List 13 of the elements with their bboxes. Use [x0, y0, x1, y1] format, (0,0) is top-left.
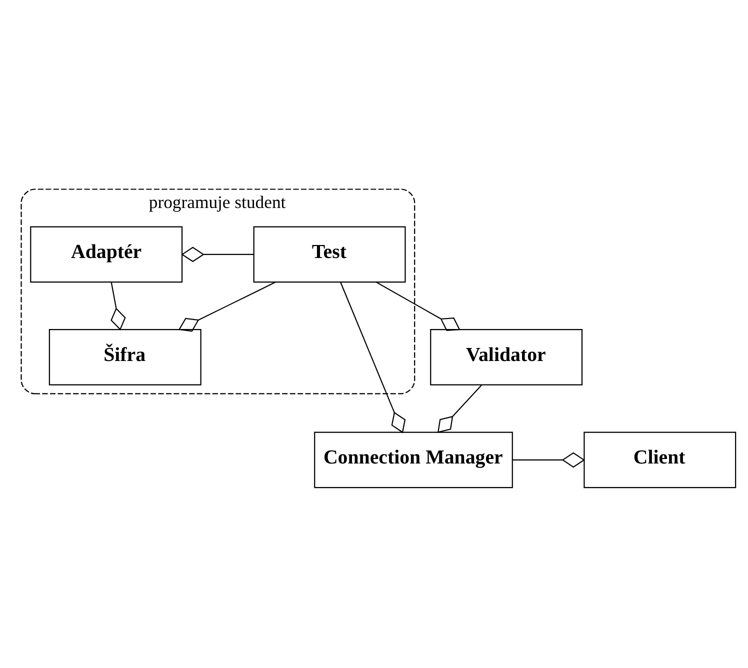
node-box: Adaptér [30, 226, 183, 283]
connector [110, 282, 126, 330]
connector [178, 282, 276, 332]
node-box: Connection Manager [314, 432, 513, 488]
node-box: Test [253, 226, 406, 283]
connector [437, 384, 482, 433]
connector [376, 282, 460, 331]
node-box: Validator [430, 329, 583, 386]
connector [340, 282, 406, 434]
connector [181, 246, 254, 262]
connector [512, 452, 585, 468]
node-box: Šifra [48, 329, 202, 386]
node-box: Client [584, 432, 736, 488]
